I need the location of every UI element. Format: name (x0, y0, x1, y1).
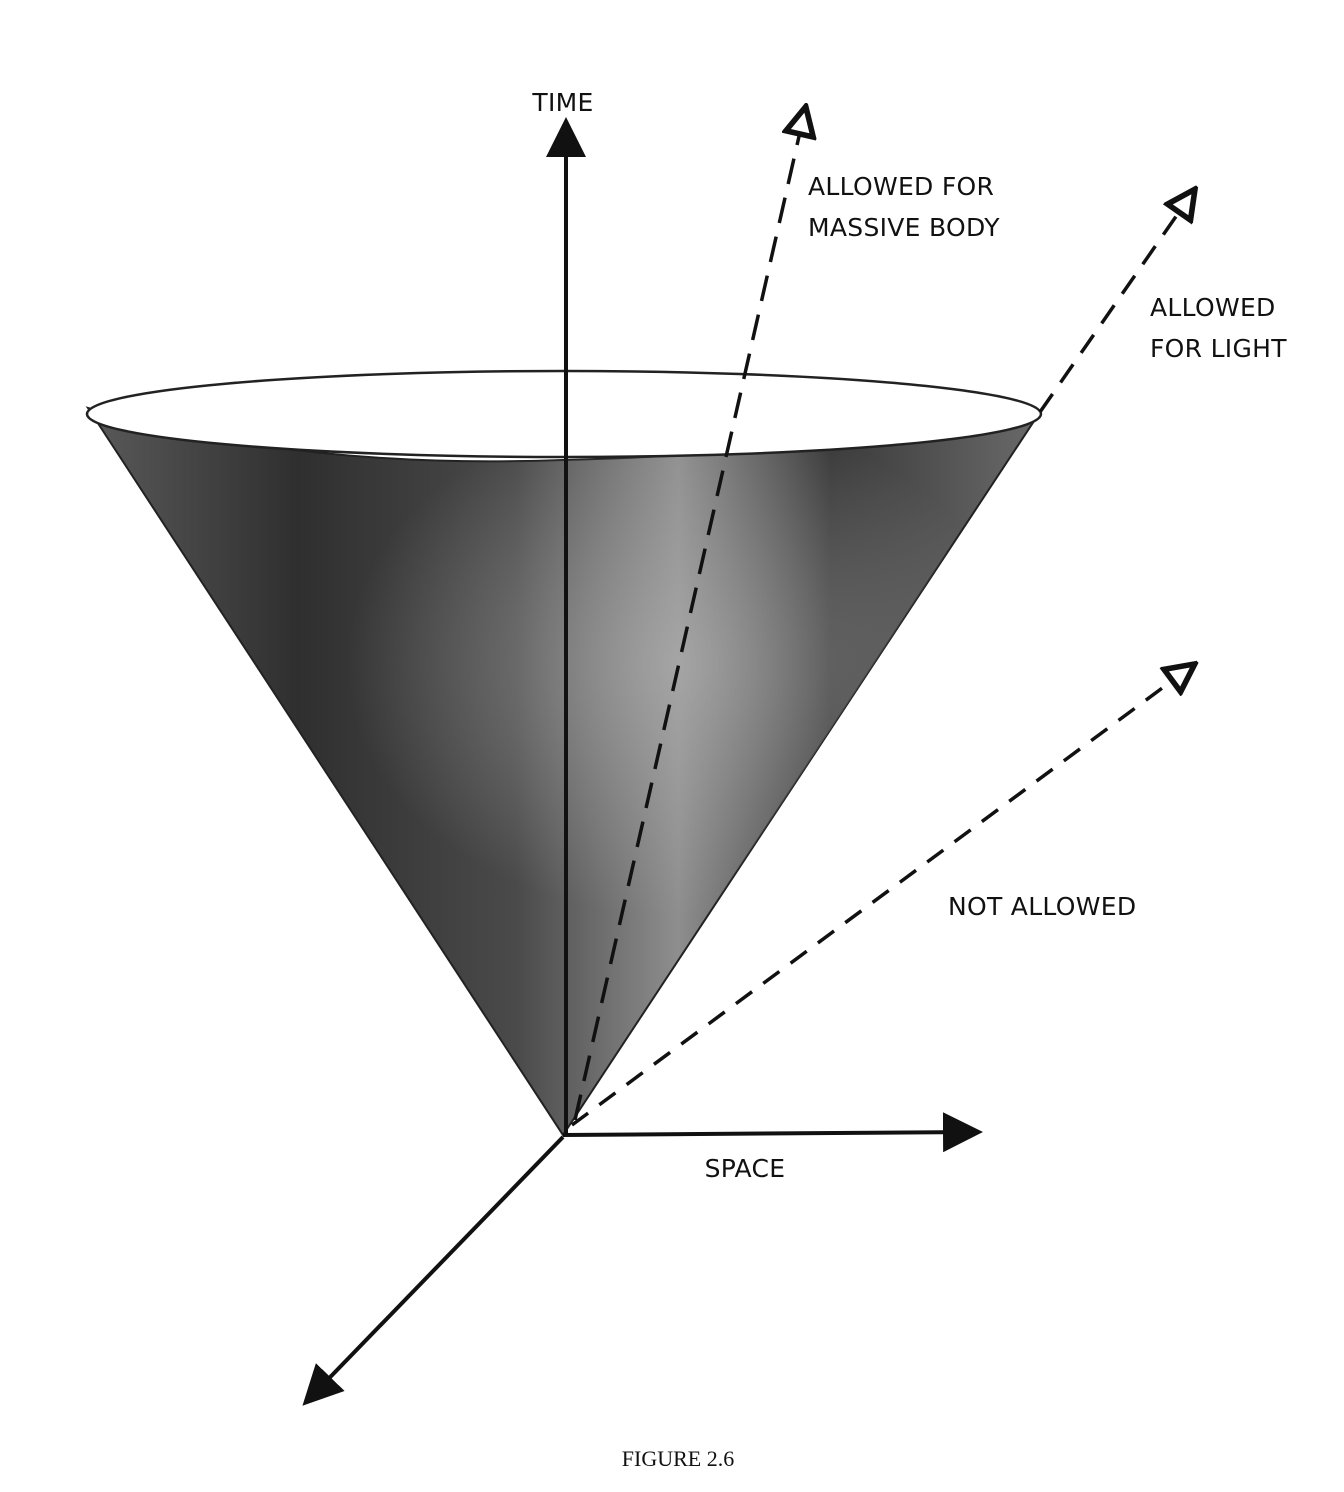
world-lines (570, 110, 1193, 1127)
light-label-line1: ALLOWED (1150, 293, 1276, 322)
light-label-line2: FOR LIGHT (1150, 334, 1287, 363)
space-axis (562, 1112, 983, 1153)
axes (302, 117, 983, 1406)
not-allowed-label: NOT ALLOWED (948, 892, 1136, 921)
light-path (1038, 192, 1193, 413)
third-axis (302, 1135, 565, 1406)
massive-body-label-line1: ALLOWED FOR (808, 172, 994, 201)
labels: TIME SPACE ALLOWED FOR MASSIVE BODY ALLO… (531, 88, 1287, 1471)
space-axis-label: SPACE (705, 1154, 786, 1183)
not-allowed-path (570, 666, 1192, 1127)
time-axis-label: TIME (531, 88, 593, 117)
massive-body-label-line2: MASSIVE BODY (808, 213, 1000, 242)
figure-caption: FIGURE 2.6 (622, 1446, 734, 1471)
massive-body-path (573, 110, 805, 1121)
